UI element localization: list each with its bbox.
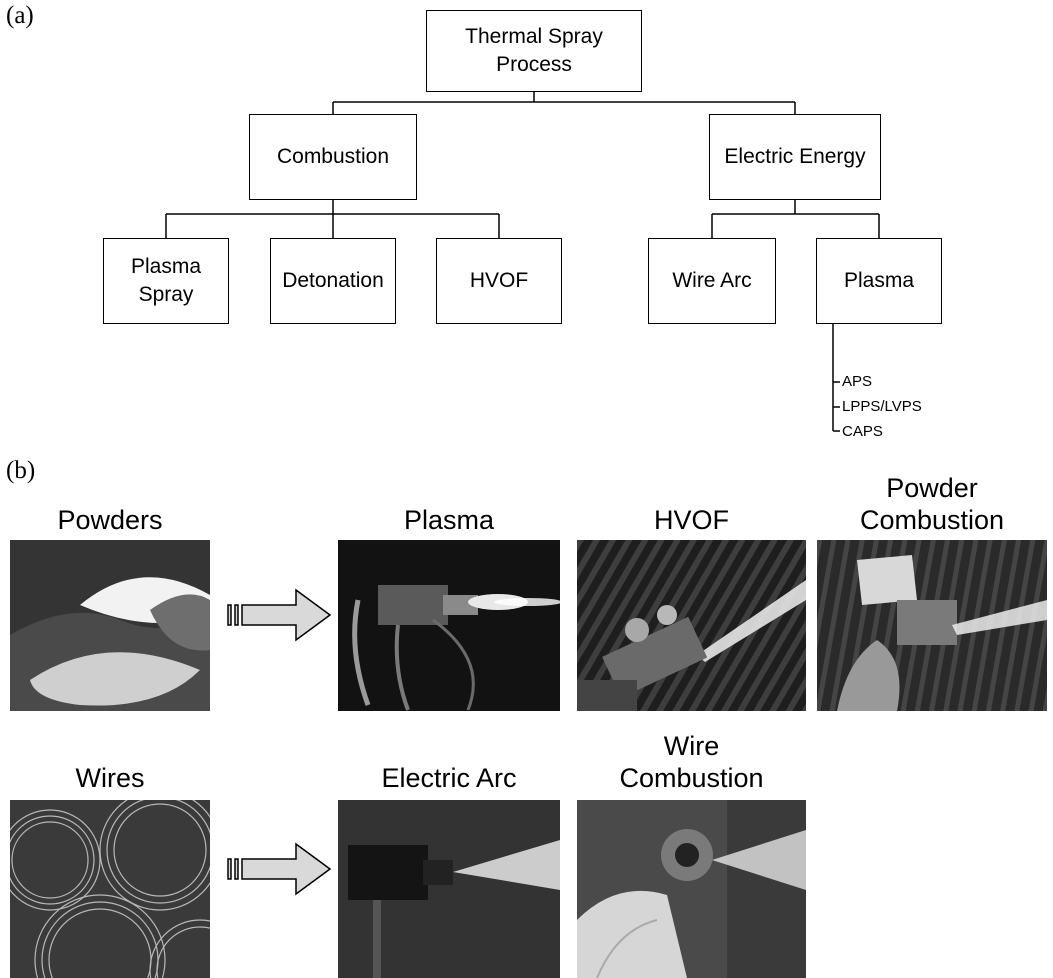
photo-plasma: [338, 540, 560, 711]
panel-b-label: (b): [6, 457, 36, 484]
node-hvof: HVOF: [436, 238, 562, 324]
photo-wire-combustion: [577, 800, 806, 978]
node-combustion: Combustion: [249, 114, 417, 200]
node-wire-arc: Wire Arc: [648, 238, 776, 324]
title-hvof: HVOF: [653, 505, 729, 535]
photo-powder-combustion: [817, 540, 1047, 711]
node-thermal-spray-process: Thermal Spray Process: [426, 10, 642, 92]
plasma-variant-lpps-lvps: LPPS/LVPS: [842, 398, 922, 415]
node-electric-energy: Electric Energy: [709, 114, 881, 200]
panel-a-label: (a): [6, 2, 34, 29]
title-electric-arc: Electric Arc: [381, 763, 517, 793]
title-wires: Wires: [75, 763, 145, 793]
title-plasma: Plasma: [403, 505, 495, 535]
node-detonation: Detonation: [270, 238, 396, 324]
tree-connectors: [165, 92, 880, 432]
plasma-variant-aps: APS: [842, 373, 873, 390]
title-wire-combustion: Wire Combustion: [619, 731, 764, 793]
node-plasma-spray: Plasma Spray: [103, 238, 229, 324]
title-powders: Powders: [57, 505, 163, 535]
photo-powders: [10, 540, 210, 711]
title-powder-combustion: Powder Combustion: [859, 473, 1005, 535]
plasma-variant-caps: CAPS: [842, 423, 883, 440]
arrow-wires: [226, 840, 336, 903]
photo-wires: [10, 800, 210, 978]
photo-hvof: [577, 540, 806, 711]
photo-electric-arc: [338, 800, 560, 978]
arrow-powders: [226, 586, 336, 649]
node-plasma: Plasma: [816, 238, 942, 324]
